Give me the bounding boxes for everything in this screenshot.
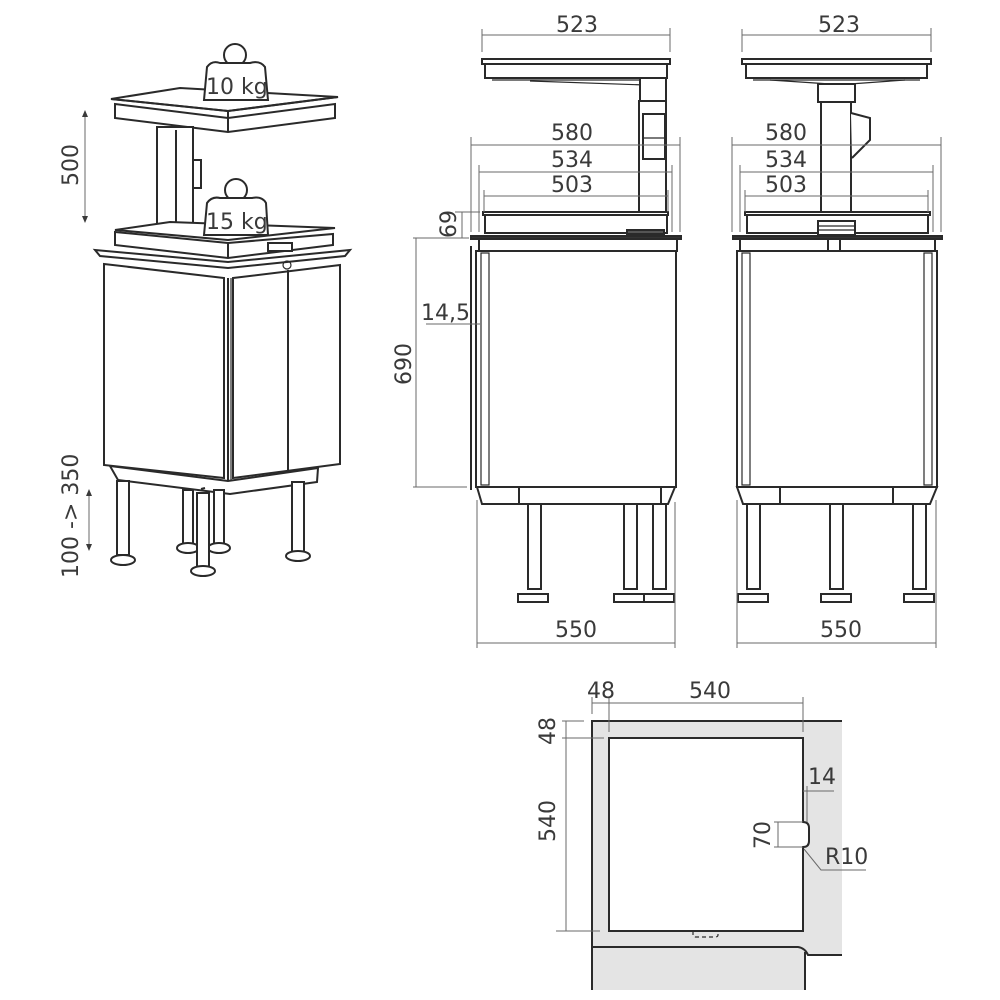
front-top-width-label: 523 [818, 13, 860, 38]
side-width-503-label: 503 [551, 173, 593, 198]
notch-radius-label: R10 [825, 845, 868, 870]
cutout-width-label: 540 [689, 679, 731, 704]
cutout-offset-y-label: 48 [536, 717, 561, 745]
cutout-plan-view: 48 540 48 540 14 70 R10 [536, 679, 868, 990]
isometric-view: 10 kg 15 kg [59, 43, 353, 578]
upper-load-label: 10 kg [206, 75, 268, 100]
front-base-width-label: 550 [820, 618, 862, 643]
lift-column [156, 126, 202, 226]
weight-15kg-icon: 15 kg [202, 178, 270, 236]
notch-depth-label: 14 [808, 765, 836, 790]
tray-height-label: 69 [437, 210, 462, 238]
body-height-label: 690 [392, 343, 417, 385]
front-width-503-label: 503 [765, 173, 807, 198]
door-offset-label: 14,5 [421, 301, 470, 326]
front-width-580-label: 580 [765, 121, 807, 146]
lift-height-label: 500 [59, 144, 84, 186]
cabinet-body-iso [92, 242, 353, 496]
side-top-width-label: 523 [556, 13, 598, 38]
side-width-580-label: 580 [551, 121, 593, 146]
side-width-534-label: 534 [551, 148, 593, 173]
adjustable-legs [110, 480, 311, 577]
lower-load-label: 15 kg [206, 210, 268, 235]
notch-length-label: 70 [751, 821, 776, 849]
cutout-depth-label: 540 [536, 800, 561, 842]
front-view: 523 580 534 503 550 [731, 13, 943, 648]
side-base-width-label: 550 [555, 618, 597, 643]
side-view: 523 580 534 503 69 690 14,5 550 [392, 13, 682, 648]
cutout-offset-x-label: 48 [587, 679, 615, 704]
front-width-534-label: 534 [765, 148, 807, 173]
leg-adjust-label: 100 -> 350 [59, 454, 84, 578]
weight-10kg-icon: 10 kg [202, 43, 270, 101]
